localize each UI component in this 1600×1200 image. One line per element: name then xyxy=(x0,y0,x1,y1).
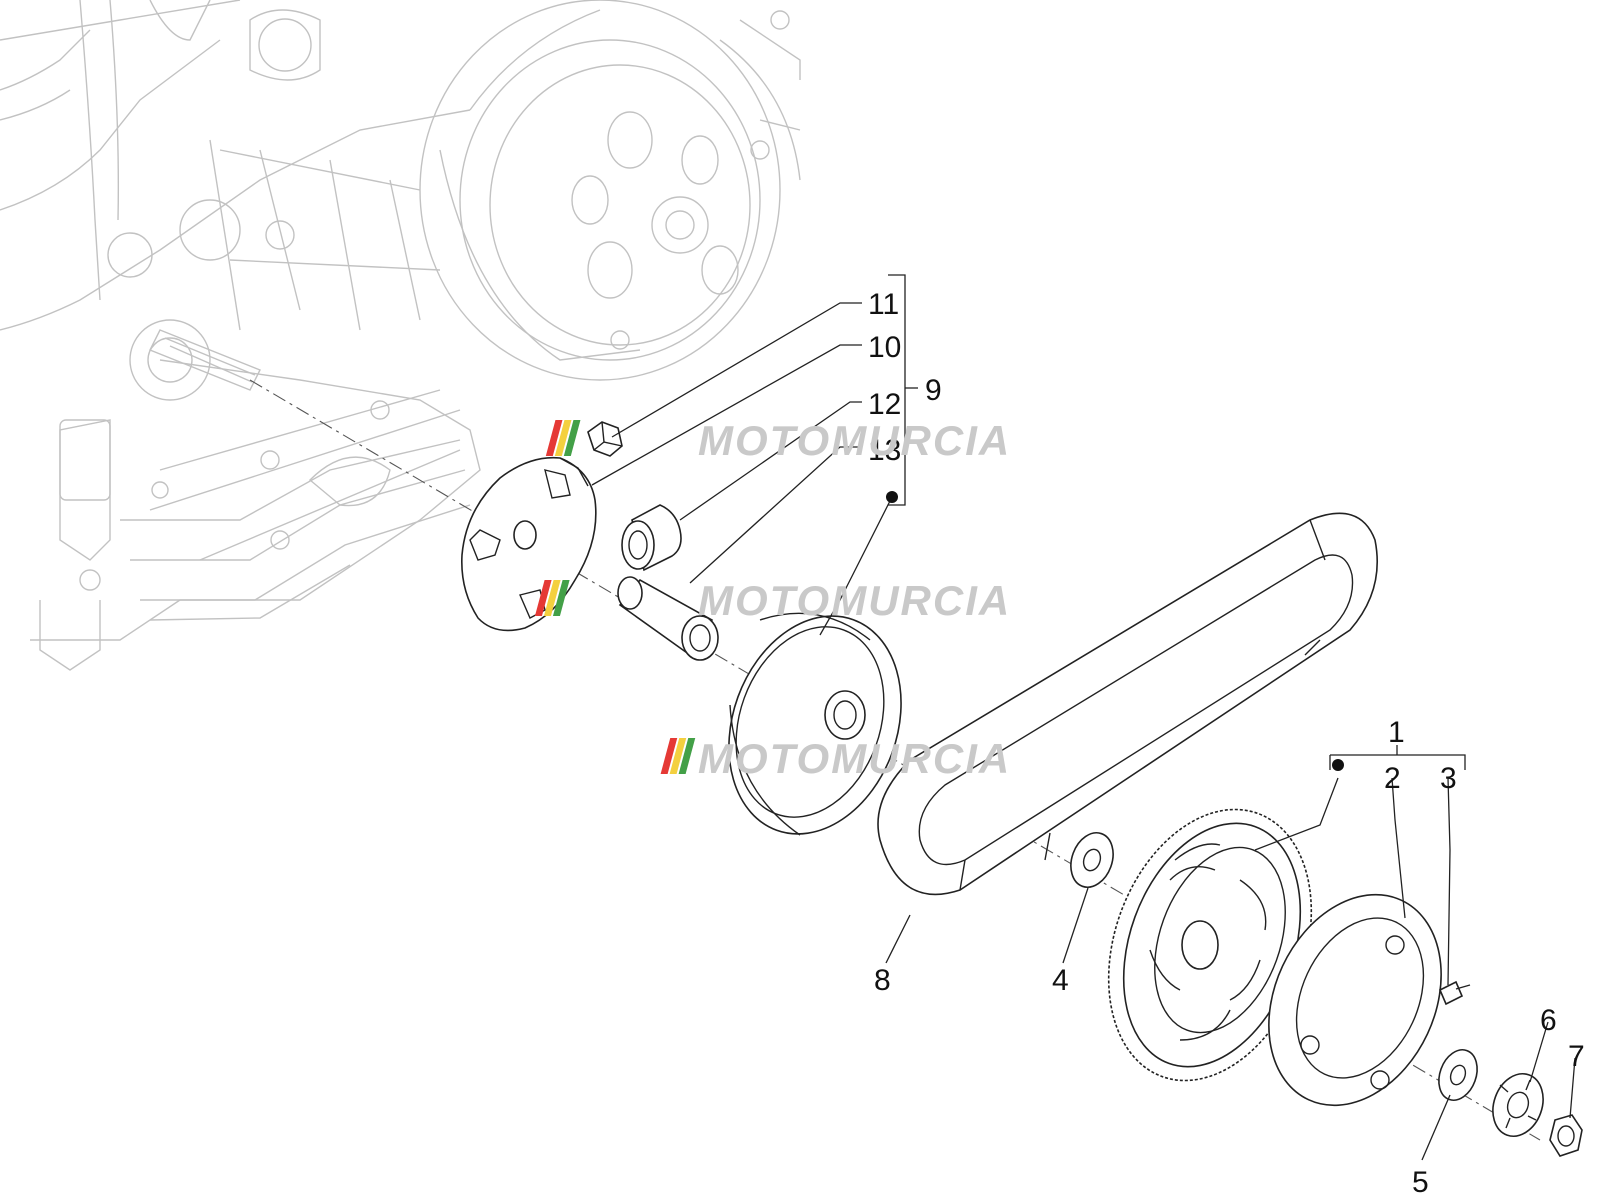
part-fixed-pulley-1 xyxy=(1107,808,1313,1082)
bullet-marker xyxy=(886,491,898,503)
part-washer-4 xyxy=(1070,832,1114,888)
callout-1: 1 xyxy=(1388,716,1405,749)
part-washer-5 xyxy=(1438,1049,1478,1101)
callout-12: 12 xyxy=(868,388,901,421)
callout-2: 2 xyxy=(1384,762,1401,795)
engine-crankcase-background xyxy=(0,0,481,671)
watermark-2: MOTOMURCIA xyxy=(534,577,1011,624)
callout-4: 4 xyxy=(1052,964,1069,997)
watermark-1: MOTOMURCIA xyxy=(545,417,1011,464)
watermark-3: MOTOMURCIA xyxy=(660,735,1011,782)
part-screw-3 xyxy=(1438,980,1471,1006)
bracket-9 xyxy=(888,274,918,506)
callout-11: 11 xyxy=(868,288,899,321)
part-drive-belt-8 xyxy=(877,512,1378,896)
leader-lines xyxy=(591,302,1576,1161)
part-slider-11 xyxy=(587,421,623,457)
part-sleeve-13 xyxy=(617,576,719,661)
watermark-text: MOTOMURCIA xyxy=(698,735,1011,782)
part-bushing-12 xyxy=(621,504,682,572)
callout-8: 8 xyxy=(874,964,891,997)
bullet-marker xyxy=(1332,759,1344,771)
callout-13: 13 xyxy=(868,434,901,467)
watermark-text: MOTOMURCIA xyxy=(698,417,1011,464)
callout-7: 7 xyxy=(1568,1040,1585,1073)
part-lock-washer-6 xyxy=(1492,1073,1544,1137)
callout-6: 6 xyxy=(1540,1004,1557,1037)
callout-10: 10 xyxy=(868,331,901,364)
part-nut-7 xyxy=(1549,1114,1583,1157)
callout-9: 9 xyxy=(925,374,942,407)
part-ramp-plate-10 xyxy=(461,456,597,632)
clutch-bell-background xyxy=(419,0,801,381)
callout-3: 3 xyxy=(1440,762,1457,795)
watermark-text: MOTOMURCIA xyxy=(698,577,1011,624)
part-cover-plate-2 xyxy=(1268,893,1442,1107)
callout-5: 5 xyxy=(1412,1166,1429,1199)
part-pulley-half xyxy=(728,612,902,836)
